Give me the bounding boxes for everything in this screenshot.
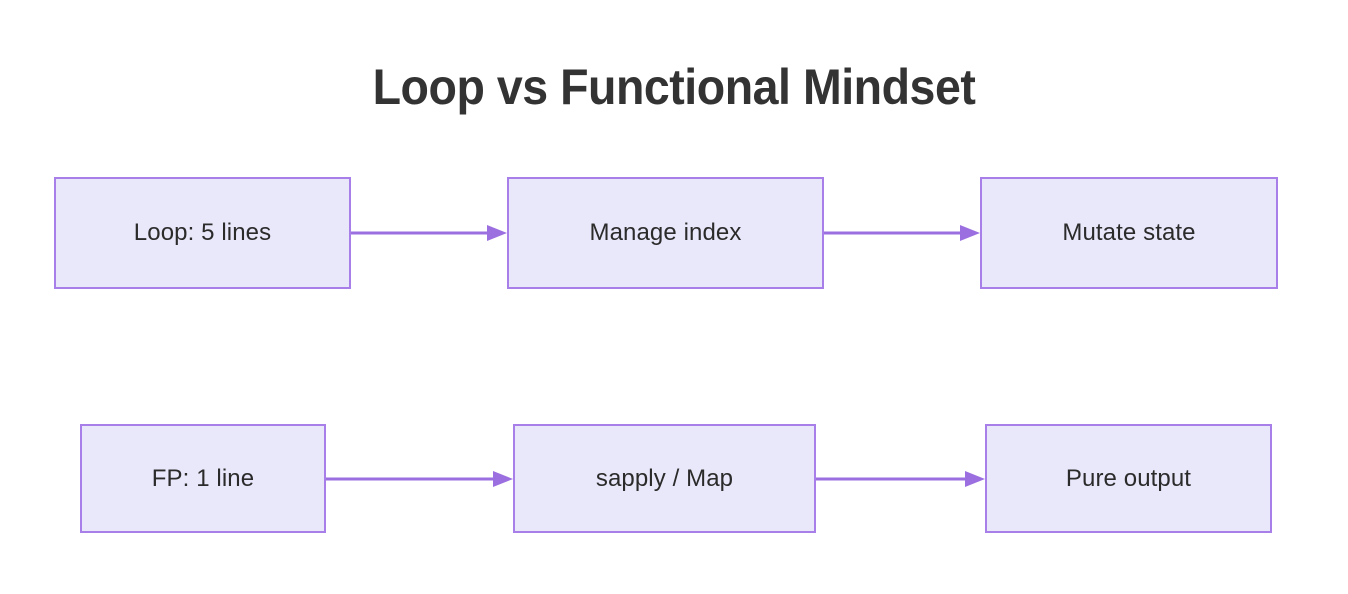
node-label-fp-line: FP: 1 line xyxy=(151,464,255,492)
node-label-loop-lines: Loop: 5 lines xyxy=(133,219,272,246)
node-label-pure-output: Pure output xyxy=(1065,464,1192,492)
node-mutate-state[interactable]: Mutate state xyxy=(980,177,1278,289)
page-title: Loop vs Functional Mindset xyxy=(372,59,976,115)
node-fp-line[interactable]: FP: 1 line xyxy=(80,424,326,533)
node-manage-index[interactable]: Manage index xyxy=(507,177,824,289)
node-pure-output[interactable]: Pure output xyxy=(985,424,1272,533)
node-label-mutate-state: Mutate state xyxy=(1062,219,1196,246)
node-sapply-map[interactable]: sapply / Map xyxy=(513,424,816,533)
arrow-fp-line-to-sapply-map xyxy=(326,469,513,489)
arrow-manage-index-to-mutate-state xyxy=(824,223,980,243)
arrow-sapply-map-to-pure-output xyxy=(816,469,985,489)
node-label-manage-index: Manage index xyxy=(589,219,742,246)
node-loop-lines[interactable]: Loop: 5 lines xyxy=(54,177,351,289)
arrow-loop-lines-to-manage-index xyxy=(351,223,507,243)
node-label-sapply-map: sapply / Map xyxy=(595,464,734,492)
